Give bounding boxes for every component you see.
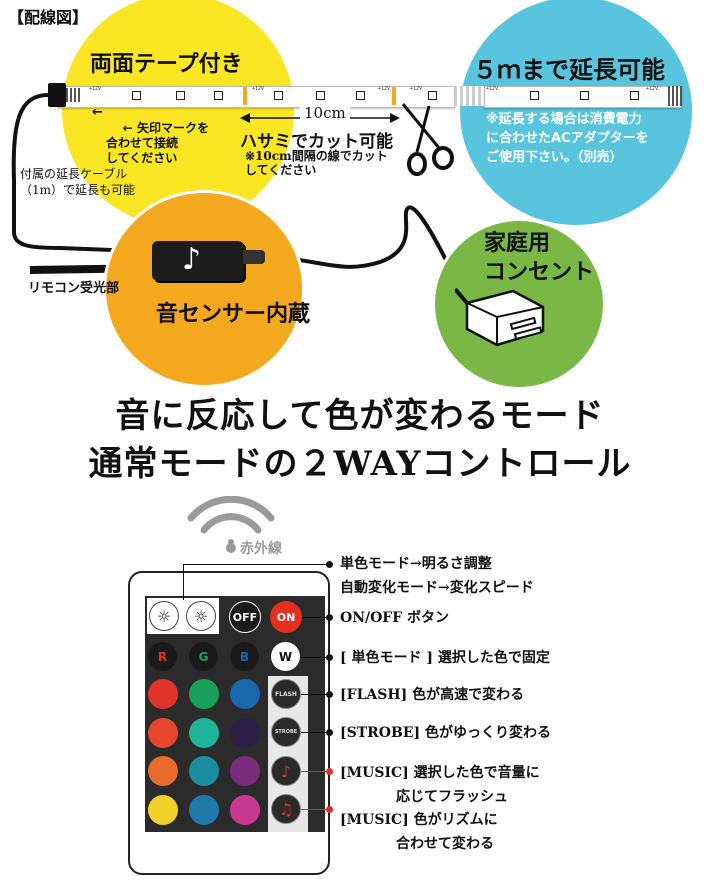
cable-note: 付属の延長ケーブル （1m）で延長も可能	[20, 167, 136, 197]
cut-pad	[392, 87, 396, 105]
callout-line	[301, 809, 330, 810]
callout-dot	[326, 806, 333, 813]
callout-dot	[326, 729, 333, 736]
callout-dot	[326, 768, 333, 775]
double-tape-label: 両面テープ付き	[90, 52, 243, 77]
strip-label: +12V	[410, 86, 423, 92]
desc-flash: [FLASH] 色が高速で変わる	[340, 687, 525, 703]
strobe-button[interactable]: STROBE	[271, 717, 301, 747]
callout-line	[301, 771, 330, 772]
controller-plug	[243, 250, 265, 264]
desc-brightness: 単色モード→明るさ調整 自動変化モード→変化スピード	[340, 556, 534, 596]
led-chip	[132, 91, 141, 100]
cut-title: ハサミでカット可能	[240, 132, 393, 152]
led-chip	[176, 91, 185, 100]
desc-music-2: [MUSIC] 色がリズムに 合わせて変わる	[340, 812, 498, 852]
cut-pad	[243, 87, 247, 105]
music-note-icon: ♪	[280, 761, 292, 781]
double-tape-circle	[62, 0, 294, 226]
controller-box	[152, 241, 244, 281]
color-button[interactable]	[148, 679, 178, 709]
callout-dot	[326, 654, 333, 661]
strip-pins	[66, 88, 80, 102]
headline-line-2: 通常モードの２WAYコントロール	[88, 444, 632, 484]
music-1-button[interactable]: ♪	[271, 756, 301, 786]
color-button[interactable]	[230, 679, 260, 709]
remote-receiver-label: リモコン受光部	[28, 281, 120, 296]
green-button[interactable]: G	[189, 642, 218, 671]
led-chip	[356, 91, 365, 100]
callout-dot	[326, 561, 333, 568]
callout-line	[301, 694, 330, 695]
strip-end-pins	[668, 86, 682, 106]
brightness-up-button[interactable]: ☼	[186, 601, 216, 631]
color-button[interactable]	[230, 717, 260, 748]
led-chip	[630, 91, 639, 100]
infrared-dot	[226, 543, 236, 553]
desc-single: [ 単色モード ] 選択した色で固定	[340, 650, 550, 666]
on-button[interactable]: ON	[270, 601, 302, 633]
led-chip	[316, 91, 325, 100]
callout-dot	[326, 691, 333, 698]
strip-label: +12V	[89, 86, 102, 92]
desc-strobe: [STROBE] 色がゆっくり変わる	[340, 725, 551, 741]
off-button[interactable]: OFF	[229, 601, 261, 633]
led-chip	[274, 91, 283, 100]
callout-dot	[326, 614, 333, 621]
callout-line	[302, 617, 330, 618]
led-chip	[580, 91, 589, 100]
led-chip	[428, 91, 437, 100]
color-button[interactable]	[189, 794, 219, 825]
strip-break	[454, 86, 484, 106]
color-button[interactable]	[230, 794, 260, 825]
infrared-label: 赤外線	[240, 541, 282, 557]
extend-circle	[457, 0, 695, 228]
arrow-left-icon: ←	[92, 105, 103, 120]
callout-line	[301, 732, 330, 733]
color-button[interactable]	[189, 679, 219, 709]
callout-line	[300, 657, 330, 658]
sensor-label: 音センサー内蔵	[156, 302, 311, 327]
extend-title: ５ｍまで延長可能	[473, 56, 665, 84]
led-chip	[214, 91, 223, 100]
color-button[interactable]	[230, 756, 260, 786]
color-button[interactable]	[189, 717, 219, 748]
desc-onoff: ON/OFF ボタン	[340, 610, 450, 626]
white-button[interactable]: W	[271, 642, 300, 671]
music-notes-icon: ♫	[278, 799, 294, 819]
cut-note: ※10cm間隔の線でカット してください	[245, 149, 388, 177]
red-button[interactable]: R	[148, 642, 177, 671]
music-note-icon: ♪	[182, 242, 202, 277]
color-button[interactable]	[148, 717, 178, 748]
blue-button[interactable]: B	[230, 642, 259, 671]
strip-label: +12V	[252, 86, 265, 92]
diagram-heading: 【配線図】	[8, 8, 89, 27]
color-button[interactable]	[148, 756, 178, 786]
headline-line-1: 音に反応して色が変わるモード	[115, 396, 605, 436]
outlet-label: 家庭用 コンセント	[484, 231, 595, 285]
callout-line	[183, 564, 329, 565]
strip-label: +12V	[646, 86, 659, 92]
strip-label: +12V	[486, 86, 499, 92]
led-chip	[530, 91, 539, 100]
scissors-icon	[401, 103, 454, 176]
strip-label: +12V	[378, 86, 391, 92]
desc-music-1: [MUSIC] 選択した色で音量に 応じてフラッシュ	[340, 765, 540, 805]
arrow-note: ← 矢印マークを 合わせて接続 してください	[106, 106, 209, 181]
brightness-down-button[interactable]: ☼	[149, 601, 179, 631]
flash-button[interactable]: FLASH	[271, 679, 301, 709]
extend-note: ※延長する場合は消費電力 に合わせたACアダプターを ご使用下さい。（別売）	[486, 112, 649, 165]
plug-icon	[455, 287, 545, 347]
music-2-button[interactable]: ♫	[271, 794, 301, 824]
callout-line	[183, 564, 184, 600]
strip-connector	[48, 83, 66, 107]
color-button[interactable]	[189, 756, 219, 786]
arrow-note-text: ← 矢印マークを 合わせて接続 してください	[106, 121, 209, 165]
cut-length: 10cm	[300, 104, 350, 122]
color-button[interactable]	[148, 794, 178, 825]
sensor-circle	[103, 190, 305, 388]
